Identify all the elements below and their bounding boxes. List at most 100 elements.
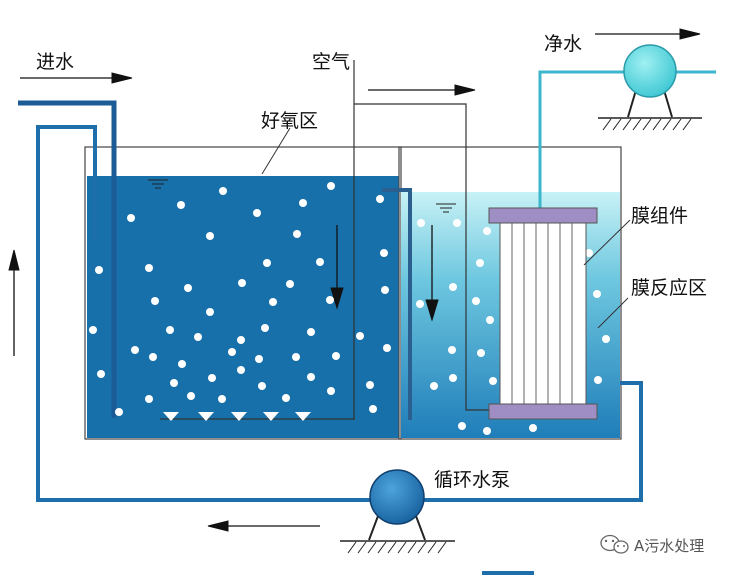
- air-bubble: [208, 374, 216, 382]
- air-bubble: [486, 316, 494, 324]
- air-bubble: [585, 249, 593, 257]
- air-bubble: [218, 395, 226, 403]
- membrane-fibers: [511, 222, 573, 404]
- label-membrane-module: 膜组件: [631, 205, 688, 227]
- air-bubble: [149, 353, 157, 361]
- aerobic-water: [87, 176, 399, 438]
- air-bubble: [97, 370, 105, 378]
- outlet-pump: [598, 44, 702, 131]
- air-bubble: [151, 297, 159, 305]
- air-bubble: [292, 353, 300, 361]
- air-bubble: [458, 422, 466, 430]
- air-bubble: [166, 326, 174, 334]
- membrane-top-cap: [488, 207, 598, 224]
- outlet-pump-body: [623, 44, 677, 98]
- membrane-bottom-cap: [488, 403, 598, 420]
- leader-lines: [261, 127, 631, 329]
- label-inlet: 进水: [36, 51, 74, 73]
- air-bubble: [376, 195, 384, 203]
- air-bubble: [472, 297, 480, 305]
- air-bubble: [219, 187, 227, 195]
- air-bubble: [145, 395, 153, 403]
- air-bubble: [194, 333, 202, 341]
- air-bubble: [332, 352, 340, 360]
- air-pipe-branch: [354, 103, 490, 411]
- leader-membrane-module: [583, 219, 631, 266]
- air-bubble: [430, 382, 438, 390]
- air-bubble: [307, 373, 315, 381]
- air-bubble: [89, 326, 97, 334]
- air-bubble: [476, 259, 484, 267]
- air-bubble: [184, 284, 192, 292]
- air-bubble: [237, 336, 245, 344]
- air-bubble: [593, 290, 601, 298]
- air-bubble: [380, 249, 388, 257]
- air-bubble: [127, 214, 135, 222]
- air-bubble: [187, 392, 195, 400]
- label-clean-water: 净水: [544, 33, 582, 55]
- air-bubble: [177, 201, 185, 209]
- air-bubble: [263, 259, 271, 267]
- air-bubble: [327, 182, 335, 190]
- air-bubble: [258, 382, 266, 390]
- leader-membrane-zone: [597, 297, 629, 329]
- air-bubble: [449, 374, 457, 382]
- air-bubble: [383, 344, 391, 352]
- air-bubble: [602, 335, 610, 343]
- pump-base-hatch: [347, 541, 447, 554]
- air-bubble: [483, 227, 491, 235]
- air-bubble: [237, 366, 245, 374]
- outlet-pump-base-hatch: [602, 118, 692, 131]
- membrane-frame: [499, 221, 587, 405]
- diffuser: [163, 412, 179, 421]
- aerobic-tank: [84, 146, 402, 440]
- air-bubble: [453, 219, 461, 227]
- air-bubble: [326, 296, 334, 304]
- air-bubble: [261, 324, 269, 332]
- flow-arrows: [8, 28, 701, 532]
- membrane-module: [488, 207, 598, 420]
- membrane-tank-wall: [398, 146, 622, 440]
- air-bubbles: [89, 182, 610, 435]
- air-bubble: [206, 308, 214, 316]
- air-bubble: [115, 408, 123, 416]
- air-bubble: [381, 286, 389, 294]
- air-bubble: [366, 381, 374, 389]
- air-bubble: [477, 349, 485, 357]
- bottom-edge-bar: [482, 571, 534, 575]
- transfer-pipe: [382, 188, 412, 420]
- watermark-text: A污水处理: [634, 537, 704, 555]
- air-bubble: [416, 300, 424, 308]
- water-level-mark-aerobic: [148, 179, 168, 189]
- label-circulation-pump: 循环水泵: [434, 469, 510, 491]
- label-membrane-reaction-zone: 膜反应区: [631, 277, 707, 299]
- air-bubble: [299, 199, 307, 207]
- air-bubble: [145, 264, 153, 272]
- air-bubble: [483, 427, 491, 435]
- outlet-pipe: [538, 70, 716, 208]
- air-bubble: [286, 280, 294, 288]
- water-level-mark-membrane: [436, 203, 456, 213]
- air-bubble: [255, 355, 263, 363]
- air-bubble: [206, 232, 214, 240]
- air-bubble: [449, 283, 457, 291]
- air-bubble: [131, 346, 139, 354]
- air-bubble: [228, 348, 236, 356]
- diffuser: [263, 412, 279, 421]
- air-bubble: [448, 346, 456, 354]
- air-bubble: [282, 394, 290, 402]
- inlet-pipe: [18, 100, 117, 418]
- circulation-pump: [340, 469, 455, 554]
- watermark: A污水处理: [600, 534, 704, 555]
- diffusers: [163, 412, 311, 421]
- air-bubble: [178, 360, 186, 368]
- label-air: 空气: [312, 51, 350, 73]
- label-aerobic-zone: 好氧区: [261, 110, 318, 132]
- leader-aerobic: [261, 127, 291, 175]
- diffuser: [231, 412, 247, 421]
- air-bubble: [293, 230, 301, 238]
- air-bubble: [417, 219, 425, 227]
- air-bubble: [238, 279, 246, 287]
- air-bubble: [529, 424, 537, 432]
